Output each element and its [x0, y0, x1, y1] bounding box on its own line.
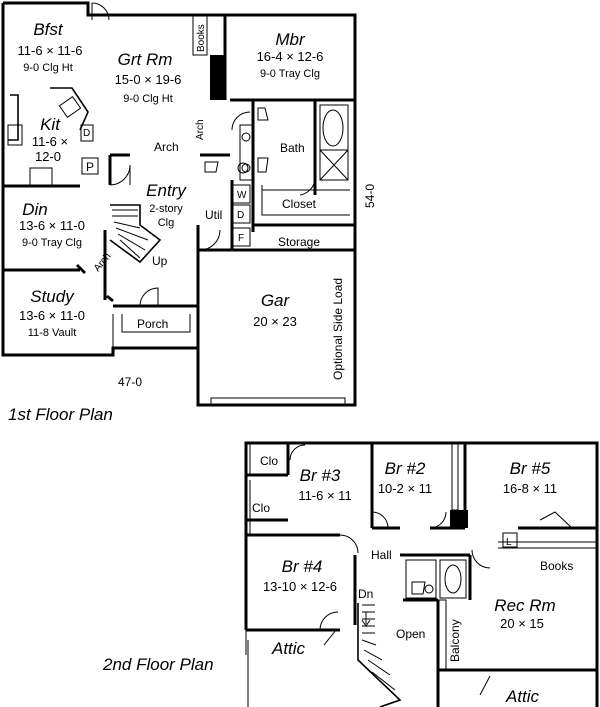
- util-label: Util: [205, 208, 222, 222]
- entry-name: Entry: [146, 181, 187, 200]
- books-label: Books: [196, 24, 207, 52]
- grt-rm-ceiling: 9-0 Clg Ht: [123, 93, 173, 105]
- mbr-ceiling: 9-0 Tray Clg: [260, 68, 320, 80]
- open-label: Open: [396, 627, 425, 641]
- gar-size: 20 × 23: [253, 314, 297, 329]
- kit-name: Kit: [40, 115, 61, 134]
- freezer-label: F: [238, 233, 244, 244]
- attic-label-right: Attic: [505, 687, 540, 706]
- br4-name: Br #4: [282, 557, 323, 576]
- study-name: Study: [30, 287, 75, 306]
- din-name: Din: [22, 200, 48, 219]
- first-floor-title: 1st Floor Plan: [8, 405, 113, 424]
- bfst-size: 11-6 × 11-6: [18, 43, 83, 58]
- dishwasher-label: D: [83, 128, 90, 139]
- mbr-name: Mbr: [275, 30, 306, 49]
- br4-size: 13-10 × 12-6: [263, 579, 337, 594]
- first-floor-plan: Bfst 11-6 × 11-6 9-0 Clg Ht Grt Rm 15-0 …: [1, 1, 377, 424]
- entry-ceiling-a: 2-story: [149, 203, 183, 215]
- books-label-upper: Books: [540, 559, 573, 573]
- bfst-name: Bfst: [33, 20, 64, 39]
- balcony-label: Balcony: [448, 619, 462, 662]
- br3-size: 11-6 × 11: [298, 488, 351, 503]
- grt-rm-name: Grt Rm: [118, 50, 173, 69]
- entry-ceiling-b: Clg: [158, 217, 175, 229]
- washer-label: W: [237, 190, 247, 201]
- linen-label: L: [506, 537, 512, 548]
- br5-size: 16-8 × 11: [503, 481, 557, 496]
- gar-name: Gar: [261, 291, 291, 310]
- second-floor-plan: Br #3 11-6 × 11 Br #2 10-2 × 11 Br #5 16…: [102, 441, 599, 707]
- din-ceiling: 9-0 Tray Clg: [22, 237, 82, 249]
- closet-label-mid: Clo: [252, 501, 270, 515]
- upper-stair: [357, 603, 402, 707]
- second-floor-title: 2nd Floor Plan: [102, 655, 214, 674]
- arch-label-din: Arch: [92, 251, 114, 274]
- closet-label-top: Clo: [260, 454, 278, 468]
- closet-label: Closet: [282, 197, 317, 211]
- bath-label: Bath: [280, 141, 305, 155]
- stair-down-label: Dn: [358, 587, 373, 601]
- attic-label-left: Attic: [271, 639, 306, 658]
- storage-label: Storage: [278, 235, 320, 249]
- rec-rm-name: Rec Rm: [494, 596, 555, 615]
- arch-label-grt: Arch: [195, 119, 206, 140]
- mbr-size: 16-4 × 12-6: [257, 49, 324, 64]
- depth-dimension: 54-0: [363, 184, 377, 208]
- br2-name: Br #2: [385, 459, 426, 478]
- grt-rm-size: 15-0 × 19-6: [115, 72, 182, 87]
- br2-size: 10-2 × 11: [378, 481, 432, 496]
- dryer-label: D: [237, 210, 244, 221]
- study-size: 13-6 × 11-0: [19, 308, 85, 323]
- hall-label: Hall: [371, 548, 392, 562]
- stair-up-label: Up: [152, 254, 168, 268]
- rec-rm-size: 20 × 15: [500, 616, 544, 631]
- br5-name: Br #5: [510, 459, 551, 478]
- width-dimension: 47-0: [118, 375, 142, 389]
- study-ceiling: 11-8 Vault: [28, 327, 77, 339]
- porch-label: Porch: [137, 317, 168, 331]
- kit-size-a: 11-6 ×: [32, 134, 68, 149]
- side-load-label: Optional Side Load: [331, 278, 345, 380]
- main-stair: [109, 204, 162, 264]
- br3-name: Br #3: [300, 466, 341, 485]
- pantry-label: P: [86, 160, 94, 174]
- kit-size-b: 12-0: [35, 149, 61, 164]
- arch-label-kit: Arch: [154, 140, 179, 154]
- bfst-ceiling: 9-0 Clg Ht: [23, 62, 73, 74]
- din-size: 13-6 × 11-0: [19, 218, 85, 233]
